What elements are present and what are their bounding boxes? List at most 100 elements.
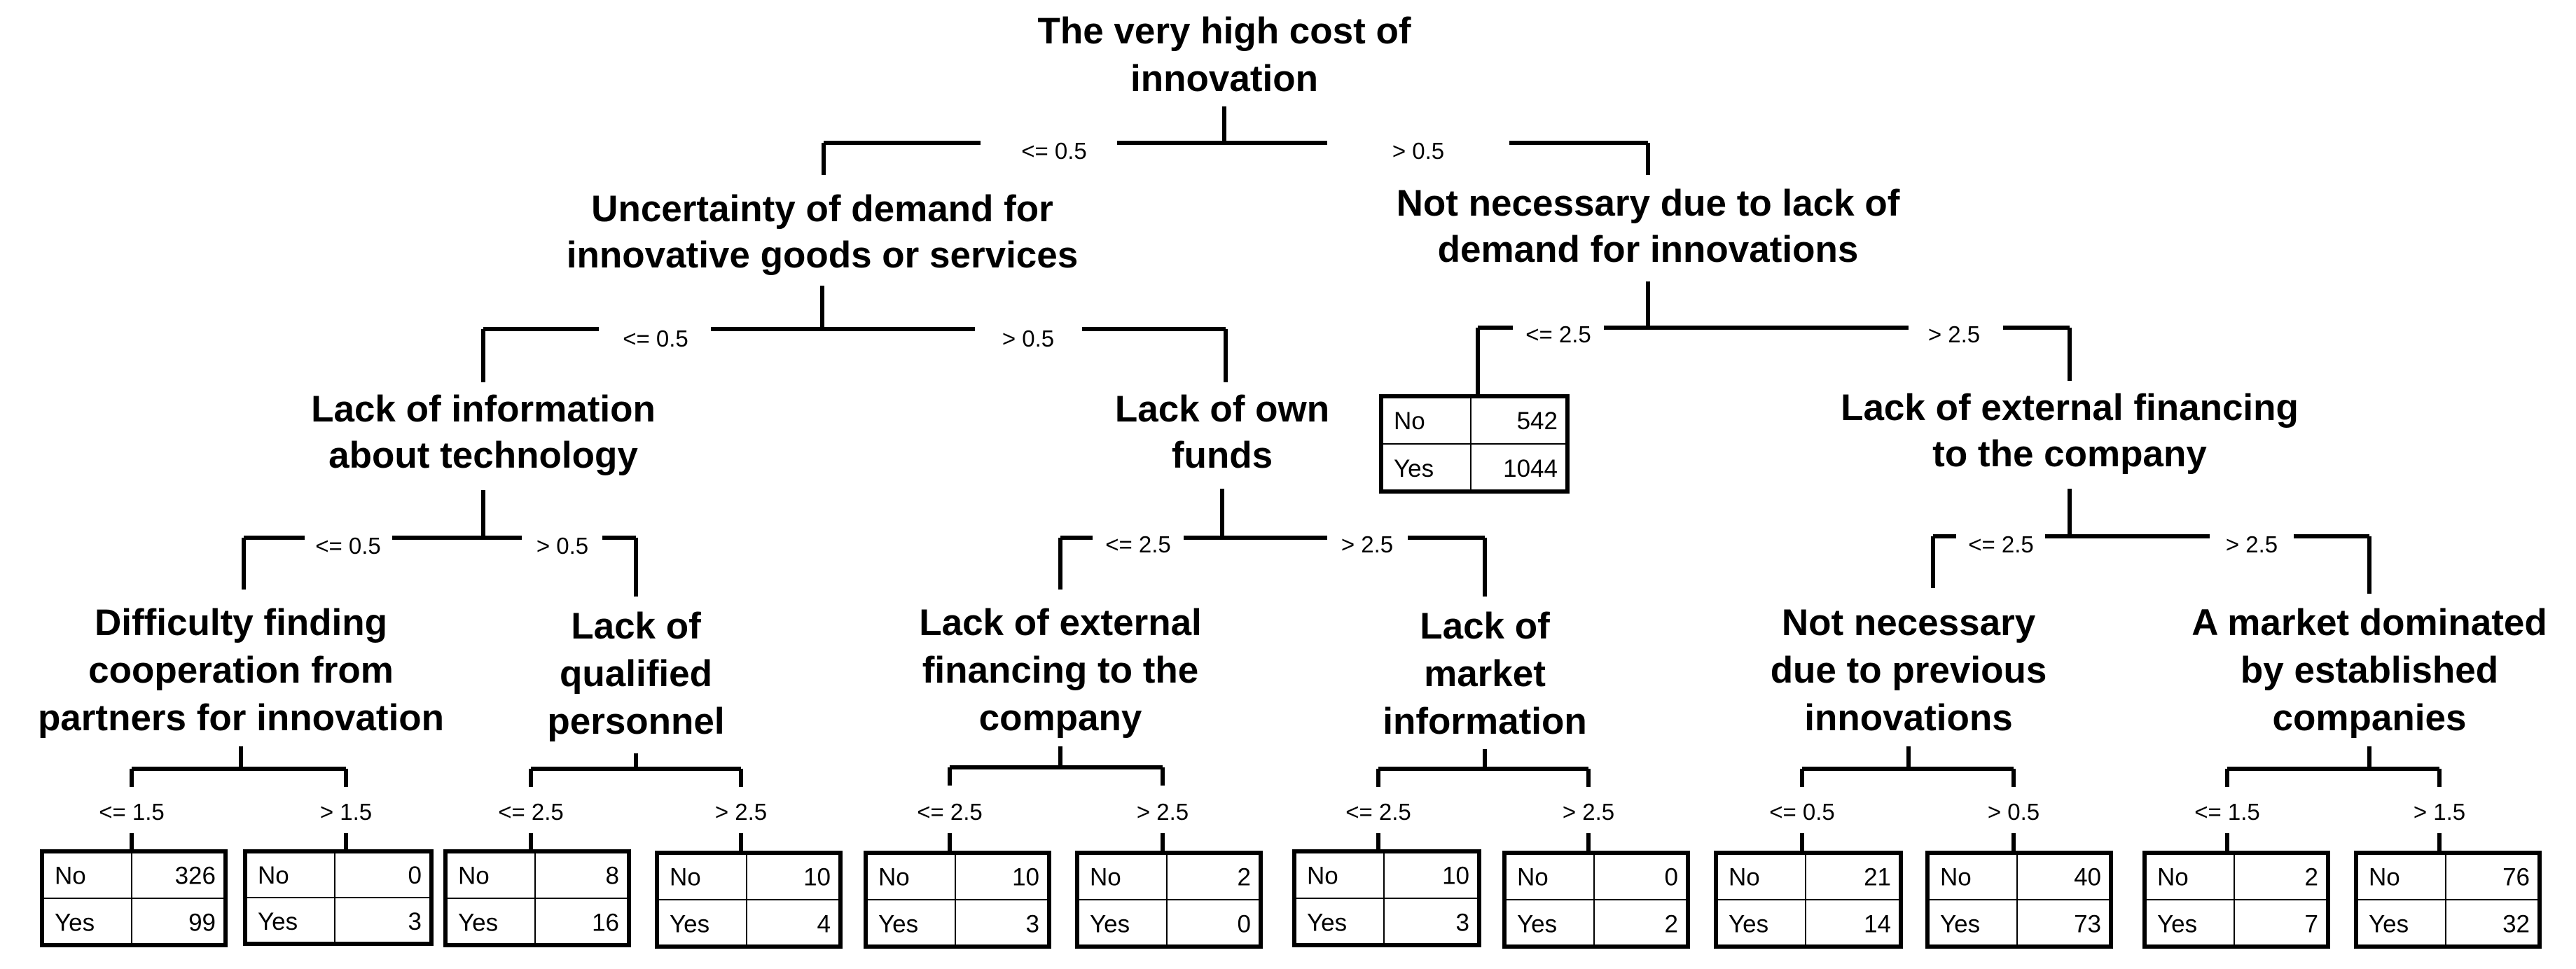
node-label-uncertainty-demand: Uncertainty of demand for [591, 188, 1053, 230]
leaf-box-6-yes-label: Yes [1090, 911, 1130, 938]
node-label-market-dominated: companies [2273, 697, 2467, 739]
split-label-left-lack-qualified-personnel: <= 2.5 [498, 799, 564, 825]
leaf-box-9-yes-count: 14 [1864, 911, 1891, 938]
leaf-box-11-no-label: No [2157, 864, 2189, 891]
leaf-box-3-no-count: 8 [606, 863, 619, 890]
leaf-box-10-no-label: No [1940, 864, 1972, 891]
leaf-box-3-yes-count: 16 [592, 909, 619, 937]
split-label-left-lack-ext-financing-to-the: <= 2.5 [917, 799, 983, 825]
node-label-lack-ext-financing-to-the: company [979, 697, 1142, 739]
node-label-lack-ext-financing-company: Lack of external financing [1841, 387, 2299, 428]
leaf-box-root-right-left-no-label: No [1394, 407, 1425, 435]
split-label-right-lack-market-information: > 2.5 [1563, 799, 1614, 825]
split-label-right-lack-own-funds: > 2.5 [1341, 531, 1393, 557]
leaf-box-7-yes-label: Yes [1307, 909, 1347, 937]
node-label-difficulty-cooperation: cooperation from [88, 650, 394, 691]
leaf-box-12-no-label: No [2369, 864, 2400, 891]
leaf-box-4-no-label: No [670, 864, 701, 891]
node-label-market-dominated: by established [2241, 650, 2498, 691]
node-label-lack-market-information: market [1424, 653, 1546, 695]
node-label-lack-qualified-personnel: qualified [560, 653, 712, 695]
leaf-box-6-no-count: 2 [1238, 864, 1251, 891]
leaf-box-root-right-left-yes-label: Yes [1394, 455, 1434, 482]
split-label-right-not-necessary-lack-demand: > 2.5 [1928, 321, 1980, 347]
node-label-uncertainty-demand: innovative goods or services [567, 235, 1078, 276]
leaf-box-11-yes-count: 7 [2305, 911, 2318, 938]
leaf-box-1-no-count: 326 [175, 863, 216, 890]
split-label-left-not-necessary-previous: <= 0.5 [1769, 799, 1835, 825]
node-label-lack-qualified-personnel: personnel [547, 701, 724, 742]
leaf-box-8-no-count: 0 [1665, 864, 1678, 891]
leaf-box-12-yes-label: Yes [2369, 911, 2409, 938]
node-label-difficulty-cooperation: partners for innovation [38, 697, 444, 739]
leaf-box-1-no-label: No [55, 863, 86, 890]
node-label-lack-market-information: information [1383, 701, 1586, 742]
split-label-right-difficulty-cooperation: > 1.5 [320, 799, 372, 825]
leaf-box-4-no-count: 10 [803, 864, 831, 891]
split-label-left-lack-info-technology: <= 0.5 [315, 533, 381, 559]
leaf-box-10-no-count: 40 [2074, 864, 2101, 891]
node-label-root: innovation [1130, 58, 1318, 99]
leaf-box-3-no-label: No [458, 863, 490, 890]
node-label-lack-ext-financing-to-the: Lack of external [919, 602, 1202, 643]
leaf-box-7-yes-count: 3 [1456, 909, 1469, 937]
node-label-lack-own-funds: Lack of own [1115, 389, 1329, 430]
leaf-box-root-right-left-yes-count: 1044 [1503, 455, 1558, 482]
split-label-left-difficulty-cooperation: <= 1.5 [99, 799, 165, 825]
leaf-box-root-right-left-no-count: 542 [1517, 407, 1558, 435]
leaf-box-5-no-label: No [878, 864, 910, 891]
leaf-box-9-no-label: No [1729, 864, 1760, 891]
node-label-lack-ext-financing-to-the: financing to the [922, 650, 1199, 691]
leaf-box-5-yes-count: 3 [1026, 911, 1039, 938]
leaf-box-2-no-count: 0 [408, 862, 422, 889]
split-label-right-lack-info-technology: > 0.5 [536, 533, 588, 559]
leaf-box-7-no-count: 10 [1442, 863, 1469, 890]
node-label-not-necessary-lack-demand: demand for innovations [1438, 229, 1859, 270]
split-label-right-lack-ext-financing-to-the: > 2.5 [1137, 799, 1189, 825]
split-label-left-lack-market-information: <= 2.5 [1345, 799, 1411, 825]
node-label-not-necessary-previous: innovations [1804, 697, 2012, 739]
node-label-lack-own-funds: funds [1172, 435, 1273, 476]
split-label-left-root: <= 0.5 [1021, 138, 1087, 164]
leaf-box-7-no-label: No [1307, 863, 1338, 890]
leaf-box-11-yes-label: Yes [2157, 911, 2197, 938]
leaf-box-5-no-count: 10 [1012, 864, 1039, 891]
split-label-right-lack-ext-financing-company: > 2.5 [2226, 531, 2278, 557]
node-label-lack-market-information: Lack of [1420, 606, 1550, 647]
leaf-box-11-no-count: 2 [2305, 864, 2318, 891]
leaf-box-5-yes-label: Yes [878, 911, 918, 938]
leaf-box-4-yes-label: Yes [670, 911, 709, 938]
node-label-root: The very high cost of [1037, 11, 1411, 52]
node-label-difficulty-cooperation: Difficulty finding [95, 602, 387, 643]
node-label-lack-info-technology: about technology [328, 435, 638, 476]
leaf-box-8-no-label: No [1517, 864, 1549, 891]
split-label-left-not-necessary-lack-demand: <= 2.5 [1525, 321, 1591, 347]
node-label-lack-qualified-personnel: Lack of [571, 606, 701, 647]
split-label-left-market-dominated: <= 1.5 [2194, 799, 2260, 825]
leaf-box-10-yes-label: Yes [1940, 911, 1980, 938]
leaf-box-8-yes-label: Yes [1517, 911, 1557, 938]
split-label-right-not-necessary-previous: > 0.5 [1988, 799, 2040, 825]
leaf-box-12-yes-count: 32 [2502, 911, 2530, 938]
node-label-not-necessary-previous: due to previous [1771, 650, 2047, 691]
node-label-not-necessary-previous: Not necessary [1782, 602, 2036, 643]
node-label-market-dominated: A market dominated [2191, 602, 2547, 643]
leaf-box-2-yes-count: 3 [408, 908, 422, 935]
leaf-box-2-yes-label: Yes [258, 908, 298, 935]
split-label-right-root: > 0.5 [1392, 138, 1444, 164]
leaf-box-1-yes-label: Yes [55, 909, 95, 937]
leaf-box-4-yes-count: 4 [817, 911, 831, 938]
node-label-not-necessary-lack-demand: Not necessary due to lack of [1397, 183, 1900, 224]
split-label-left-lack-own-funds: <= 2.5 [1105, 531, 1171, 557]
split-label-right-lack-qualified-personnel: > 2.5 [715, 799, 767, 825]
leaf-box-10-yes-count: 73 [2074, 911, 2101, 938]
leaf-box-9-yes-label: Yes [1729, 911, 1768, 938]
split-label-right-market-dominated: > 1.5 [2414, 799, 2465, 825]
leaf-box-1-yes-count: 99 [188, 909, 216, 937]
leaf-box-12-no-count: 76 [2502, 864, 2530, 891]
leaf-box-6-yes-count: 0 [1238, 911, 1251, 938]
node-label-lack-info-technology: Lack of information [311, 389, 656, 430]
leaf-box-2-no-label: No [258, 862, 289, 889]
split-label-left-uncertainty-demand: <= 0.5 [623, 326, 688, 351]
